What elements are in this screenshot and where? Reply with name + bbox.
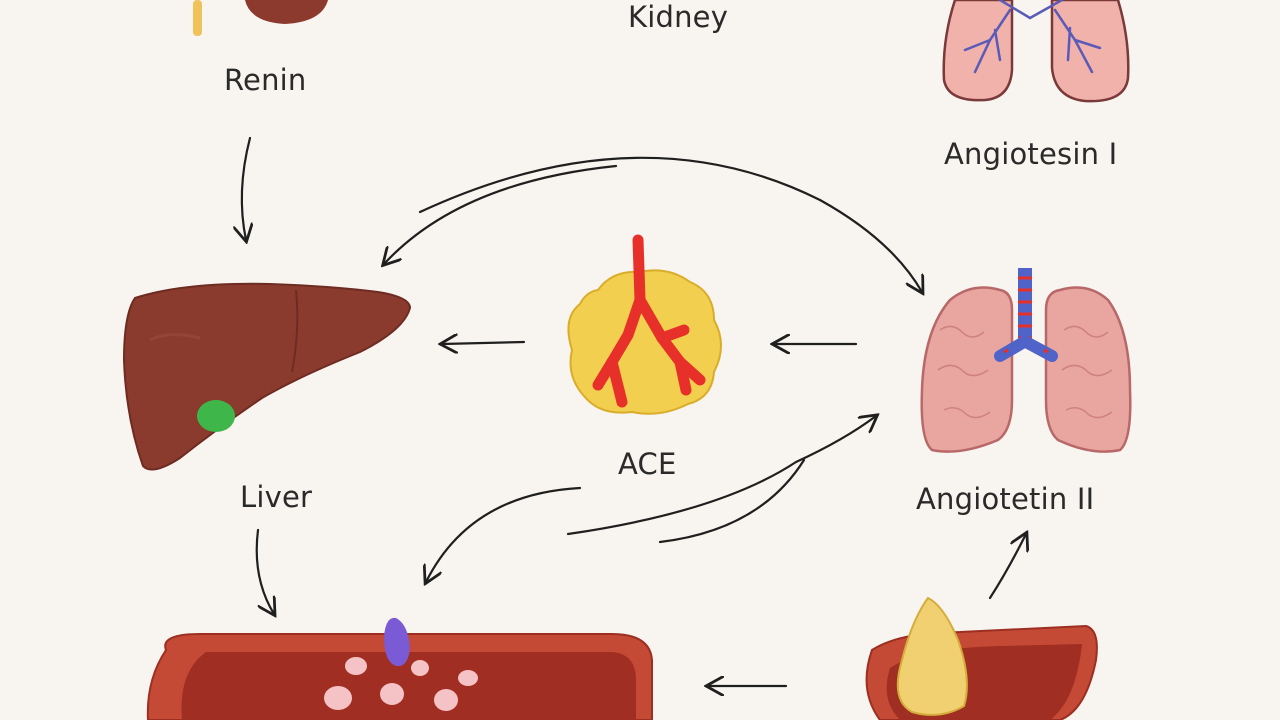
label-liver: Liver bbox=[240, 480, 313, 514]
arrow-adrenal-to-lungs bbox=[988, 534, 1026, 600]
arrow-ace-to-liver bbox=[442, 342, 526, 344]
adrenal-gland-icon bbox=[865, 596, 1098, 720]
label-kidney: Kidney bbox=[628, 0, 729, 34]
blood-vessel-icon bbox=[146, 617, 653, 720]
lungs-top-icon bbox=[942, 0, 1130, 103]
arrow-to-vessel bbox=[426, 486, 582, 582]
arrow-arc-to-liver bbox=[384, 164, 618, 264]
arrow-arc-to-lungs bbox=[418, 156, 922, 292]
label-ace: ACE bbox=[618, 447, 677, 481]
liver-icon bbox=[122, 282, 412, 471]
kidney-top-icon bbox=[193, 0, 328, 36]
arrow-renin-to-liver bbox=[242, 136, 250, 240]
lungs-right-icon bbox=[920, 268, 1132, 453]
arrow-swoosh bbox=[658, 458, 806, 544]
ace-gland-icon bbox=[567, 234, 722, 415]
label-angiotensin-2: Angiotetin II bbox=[916, 482, 1095, 516]
arrow-liver-to-vessel bbox=[255, 528, 274, 614]
label-angiotensin-1: Angiotesin I bbox=[944, 137, 1118, 171]
arrow-up-to-lungs bbox=[566, 416, 876, 536]
label-renin: Renin bbox=[224, 63, 307, 97]
